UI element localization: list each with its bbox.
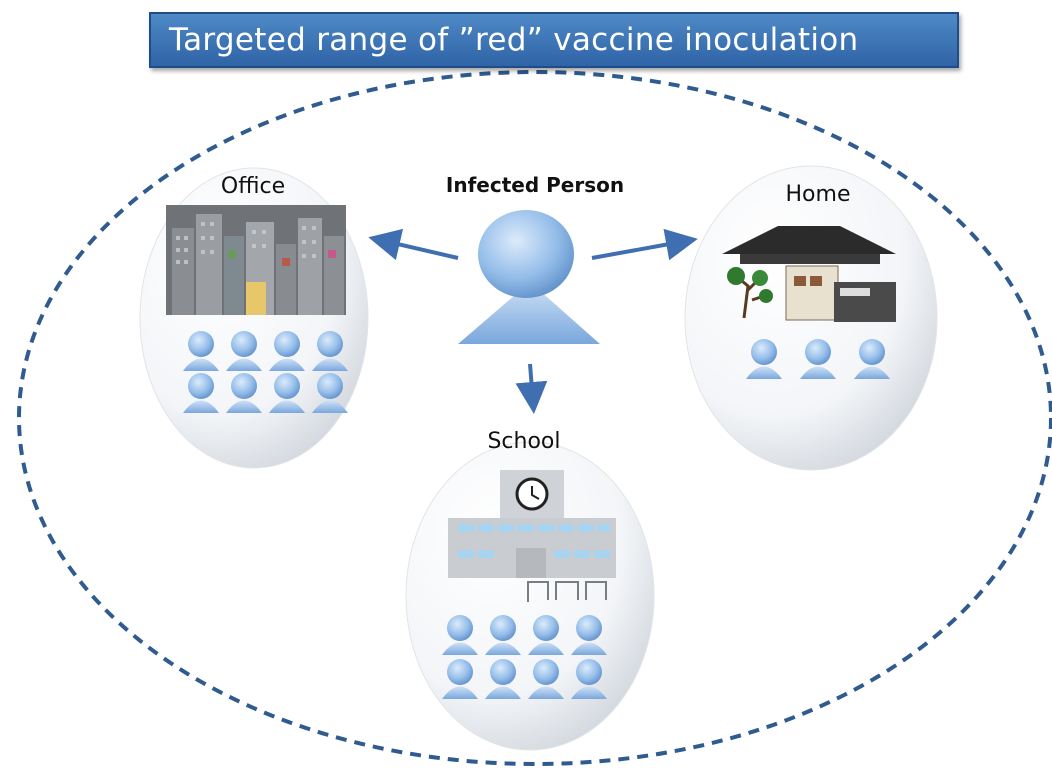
house-icon (722, 226, 896, 322)
office-buildings-icon (166, 205, 346, 315)
inoculation-range-boundary (17, 70, 1052, 766)
office-label: Office (221, 174, 285, 199)
infected-person-icon (458, 210, 600, 344)
home-label: Home (786, 182, 851, 207)
school-building-icon (448, 470, 616, 602)
infected-person-label: Infected Person (446, 173, 624, 197)
arrow-to-school (515, 363, 548, 414)
school-label: School (487, 429, 560, 454)
arrow-to-home (591, 228, 698, 261)
title-banner: Targeted range of ”red” vaccine inoculat… (149, 12, 959, 68)
home-people-group (746, 339, 890, 379)
arrow-to-office (368, 228, 459, 261)
